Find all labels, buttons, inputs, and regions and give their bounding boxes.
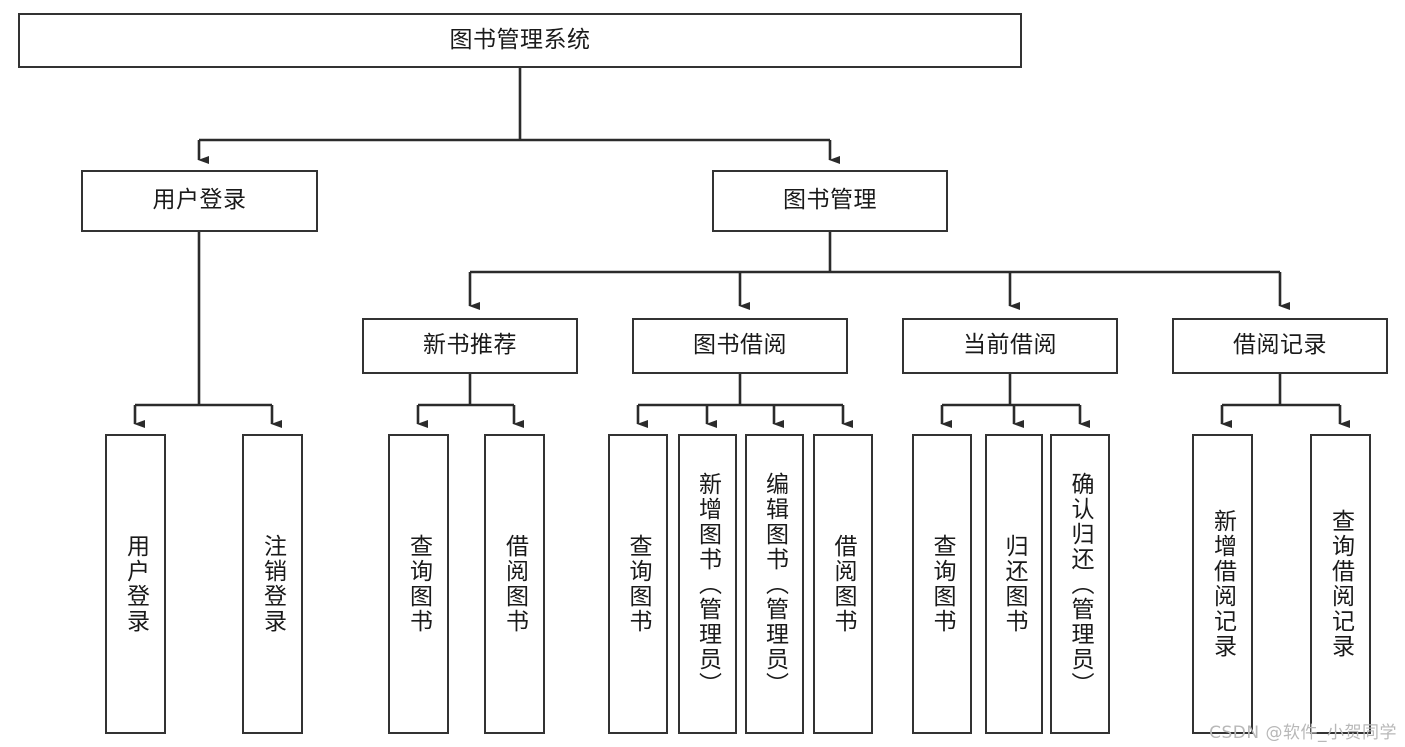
node-user-login-label: 用户登录: [152, 187, 247, 214]
node-user-login[interactable]: 用户登录: [81, 170, 318, 232]
node-current-borrow-label: 当前借阅: [963, 332, 1057, 359]
leaf-logout[interactable]: 注销登录: [242, 434, 303, 734]
leaf-query-book-1[interactable]: 查询图书: [388, 434, 449, 734]
leaf-query-book-3-label: 查询图书: [929, 534, 956, 634]
node-book-borrow[interactable]: 图书借阅: [632, 318, 848, 374]
leaf-add-book[interactable]: 新增图书（管理员）: [678, 434, 737, 734]
leaf-query-record[interactable]: 查询借阅记录: [1310, 434, 1371, 734]
node-current-borrow[interactable]: 当前借阅: [902, 318, 1118, 374]
node-borrow-record[interactable]: 借阅记录: [1172, 318, 1388, 374]
connectors-bookborrow-to-leaves: [636, 374, 853, 428]
leaf-query-record-label: 查询借阅记录: [1327, 509, 1354, 659]
leaf-edit-book[interactable]: 编辑图书（管理员）: [745, 434, 804, 734]
watermark: CSDN @软件_小贺同学: [1209, 723, 1397, 743]
connectors-bookmanage-to-level3: [468, 232, 1290, 310]
connectors-borrowrecord-to-leaves: [1220, 374, 1350, 428]
leaf-borrow-book-2-label: 借阅图书: [830, 534, 857, 634]
node-book-borrow-label: 图书借阅: [693, 332, 787, 359]
node-borrow-record-label: 借阅记录: [1233, 332, 1327, 359]
connectors-root-to-level2: [197, 68, 840, 164]
node-root-label: 图书管理系统: [449, 26, 591, 53]
leaf-borrow-book-1[interactable]: 借阅图书: [484, 434, 545, 734]
node-new-book-recommend[interactable]: 新书推荐: [362, 318, 578, 374]
connectors-currentborrow-to-leaves: [940, 374, 1090, 428]
leaf-query-book-2[interactable]: 查询图书: [608, 434, 668, 734]
leaf-add-record-label: 新增借阅记录: [1209, 509, 1236, 659]
node-book-manage-label: 图书管理: [783, 187, 877, 214]
leaf-query-book-3[interactable]: 查询图书: [912, 434, 972, 734]
node-book-manage[interactable]: 图书管理: [712, 170, 948, 232]
leaf-borrow-book-1-label: 借阅图书: [501, 534, 528, 634]
node-new-book-recommend-label: 新书推荐: [423, 332, 517, 359]
leaf-query-book-2-label: 查询图书: [625, 534, 652, 634]
leaf-borrow-book-2[interactable]: 借阅图书: [813, 434, 873, 734]
leaf-query-book-1-label: 查询图书: [405, 534, 432, 634]
leaf-confirm-return-label: 确认归还（管理员）: [1067, 471, 1094, 697]
connectors-newbook-to-leaves: [416, 374, 524, 428]
leaf-edit-book-label: 编辑图书（管理员）: [761, 471, 788, 697]
leaf-return-book[interactable]: 归还图书: [985, 434, 1043, 734]
leaf-confirm-return[interactable]: 确认归还（管理员）: [1050, 434, 1110, 734]
leaf-add-book-label: 新增图书（管理员）: [694, 471, 721, 697]
leaf-user-login[interactable]: 用户登录: [105, 434, 166, 734]
leaf-user-login-label: 用户登录: [122, 534, 149, 634]
leaf-return-book-label: 归还图书: [1001, 534, 1028, 634]
leaf-logout-label: 注销登录: [259, 534, 286, 634]
node-root[interactable]: 图书管理系统: [18, 13, 1022, 68]
connectors-userlogin-to-leaves: [133, 232, 282, 428]
leaf-add-record[interactable]: 新增借阅记录: [1192, 434, 1253, 734]
